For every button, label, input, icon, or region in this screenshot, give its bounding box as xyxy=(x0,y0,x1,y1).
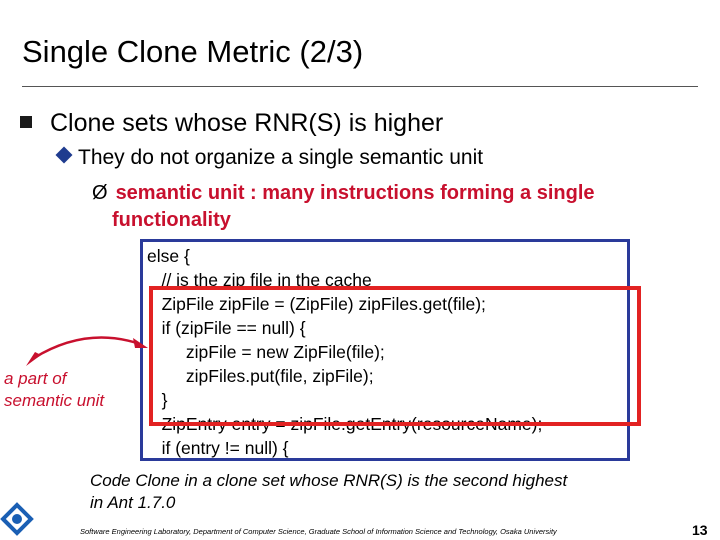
code-line: zipFiles.put(file, zipFile); xyxy=(147,366,374,386)
bullet-level2: They do not organize a single semantic u… xyxy=(55,146,484,170)
bullet-level1: Clone sets whose RNR(S) is higher xyxy=(20,109,443,138)
bullet-level3-text-line2: functionality xyxy=(112,209,231,231)
code-line: if (entry != null) { xyxy=(147,438,289,458)
title-divider xyxy=(22,86,698,87)
bullet-level1-text: Clone sets whose RNR(S) is higher xyxy=(50,109,444,137)
arrow-bullet-icon: Ø xyxy=(92,182,108,204)
slide-title: Single Clone Metric (2/3) xyxy=(22,34,364,69)
caption-line1: Code Clone in a clone set whose RNR(S) i… xyxy=(90,471,568,490)
annotation-line1: a part of xyxy=(4,369,67,388)
annotation-line2: semantic unit xyxy=(4,391,105,410)
caption-line2: in Ant 1.7.0 xyxy=(90,493,176,512)
code-line: ZipFile zipFile = (ZipFile) zipFiles.get… xyxy=(147,294,486,314)
page-number: 13 xyxy=(692,522,708,538)
square-bullet-icon xyxy=(20,116,32,128)
bullet-level3-text-line1: semantic unit : many instructions formin… xyxy=(115,182,595,204)
footer-text: Software Engineering Laboratory, Departm… xyxy=(80,527,557,536)
code-line: zipFile = new ZipFile(file); xyxy=(147,342,385,362)
code-line: } xyxy=(147,390,168,410)
semantic-unit-annotation: a part of semantic unit xyxy=(4,368,104,412)
clone-highlight-box xyxy=(149,286,641,426)
lab-logo-icon xyxy=(0,502,34,536)
curved-arrow-icon xyxy=(26,336,148,366)
code-line: else { xyxy=(147,246,190,266)
bullet-level2-text: They do not organize a single semantic u… xyxy=(78,146,484,169)
diamond-bullet-icon xyxy=(55,146,73,164)
code-line: // is the zip file in the cache xyxy=(147,270,372,290)
code-line: if (zipFile == null) { xyxy=(147,318,306,338)
figure-caption: Code Clone in a clone set whose RNR(S) i… xyxy=(90,470,680,514)
